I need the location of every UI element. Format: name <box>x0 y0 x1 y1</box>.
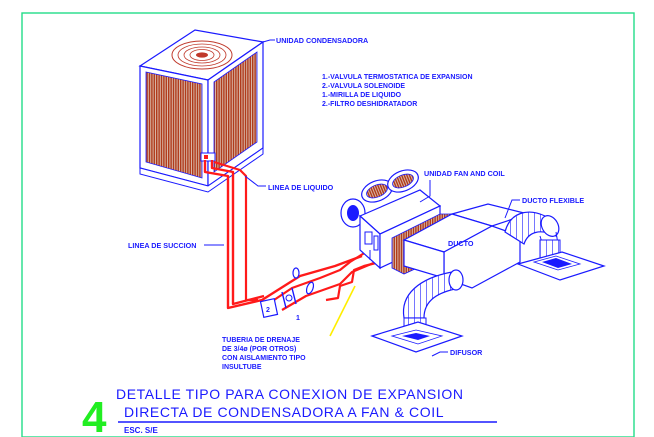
suction-line-pipe <box>203 160 363 310</box>
supply-duct <box>402 203 531 289</box>
drain-leader <box>329 285 356 337</box>
drain-note-line-1: TUBERIA DE DRENAJE <box>222 337 300 344</box>
diffuser-label: DIFUSOR <box>450 348 483 357</box>
detail-number: 4 <box>82 393 107 437</box>
note-line-2: 2.-VALVULA SOLENOIDE <box>322 83 405 90</box>
flexible-duct-label: DUCTO FLEXIBLE <box>522 196 584 205</box>
component-notes: 1.-VALVULA TERMOSTATICA DE EXPANSION 2.-… <box>322 74 473 108</box>
flexible-duct-left <box>402 269 464 333</box>
duct-label: DUCTO <box>448 239 474 248</box>
note-line-4: 2.-FILTRO DESHIDRATADOR <box>322 101 417 108</box>
note-line-3: 1.-MIRILLA DE LIQUIDO <box>322 92 402 99</box>
valve-1-label: 1 <box>296 315 300 322</box>
diffuser-right <box>516 251 606 281</box>
solenoid-valve: 2 <box>259 298 279 318</box>
title-line-2: DIRECTA DE CONDENSADORA A FAN & COIL <box>124 404 444 420</box>
drain-note-line-4: INSULTUBE <box>222 364 262 371</box>
leader-lines <box>204 39 520 357</box>
note-line-1: 1.-VALVULA TERMOSTATICA DE EXPANSION <box>322 74 473 81</box>
condensing-unit <box>138 29 265 193</box>
drain-note-line-2: DE 3/4ø (POR OTROS) <box>222 346 296 353</box>
expansion-valve: 1 <box>281 287 300 322</box>
drain-note: TUBERIA DE DRENAJE DE 3/4ø (POR OTROS) C… <box>222 337 306 371</box>
diffuser-left <box>370 321 464 353</box>
liquid-line-label: LINEA DE LIQUIDO <box>268 183 334 192</box>
condensing-unit-label: UNIDAD CONDENSADORA <box>276 36 368 45</box>
suction-line-label: LINEA DE SUCCION <box>128 241 196 250</box>
title-line-1: DETALLE TIPO PARA CONEXION DE EXPANSION <box>116 386 464 402</box>
drain-note-line-3: CON AISLAMIENTO TIPO <box>222 355 306 362</box>
fan-coil-label: UNIDAD FAN AND COIL <box>424 169 505 178</box>
filter-drier <box>305 281 315 295</box>
valve-2-label: 2 <box>266 307 270 314</box>
scale-label: ESC. S/E <box>124 426 158 435</box>
sheet-border <box>21 12 635 437</box>
sight-glass <box>292 267 300 279</box>
drain-pipe <box>325 260 381 302</box>
title-block: 4 DETALLE TIPO PARA CONEXION DE EXPANSIO… <box>82 386 497 437</box>
